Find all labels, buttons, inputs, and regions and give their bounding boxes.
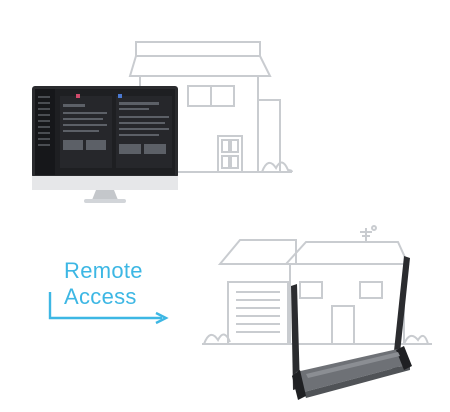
caption-line-2: Access: [64, 284, 137, 309]
router-icon: [291, 256, 412, 400]
house-outline-bottom: [202, 225, 432, 345]
arrow-icon: [48, 292, 169, 325]
remote-access-caption: Remote Access: [64, 258, 143, 310]
monitor-icon: [32, 86, 178, 203]
caption-line-1: Remote: [64, 258, 143, 283]
